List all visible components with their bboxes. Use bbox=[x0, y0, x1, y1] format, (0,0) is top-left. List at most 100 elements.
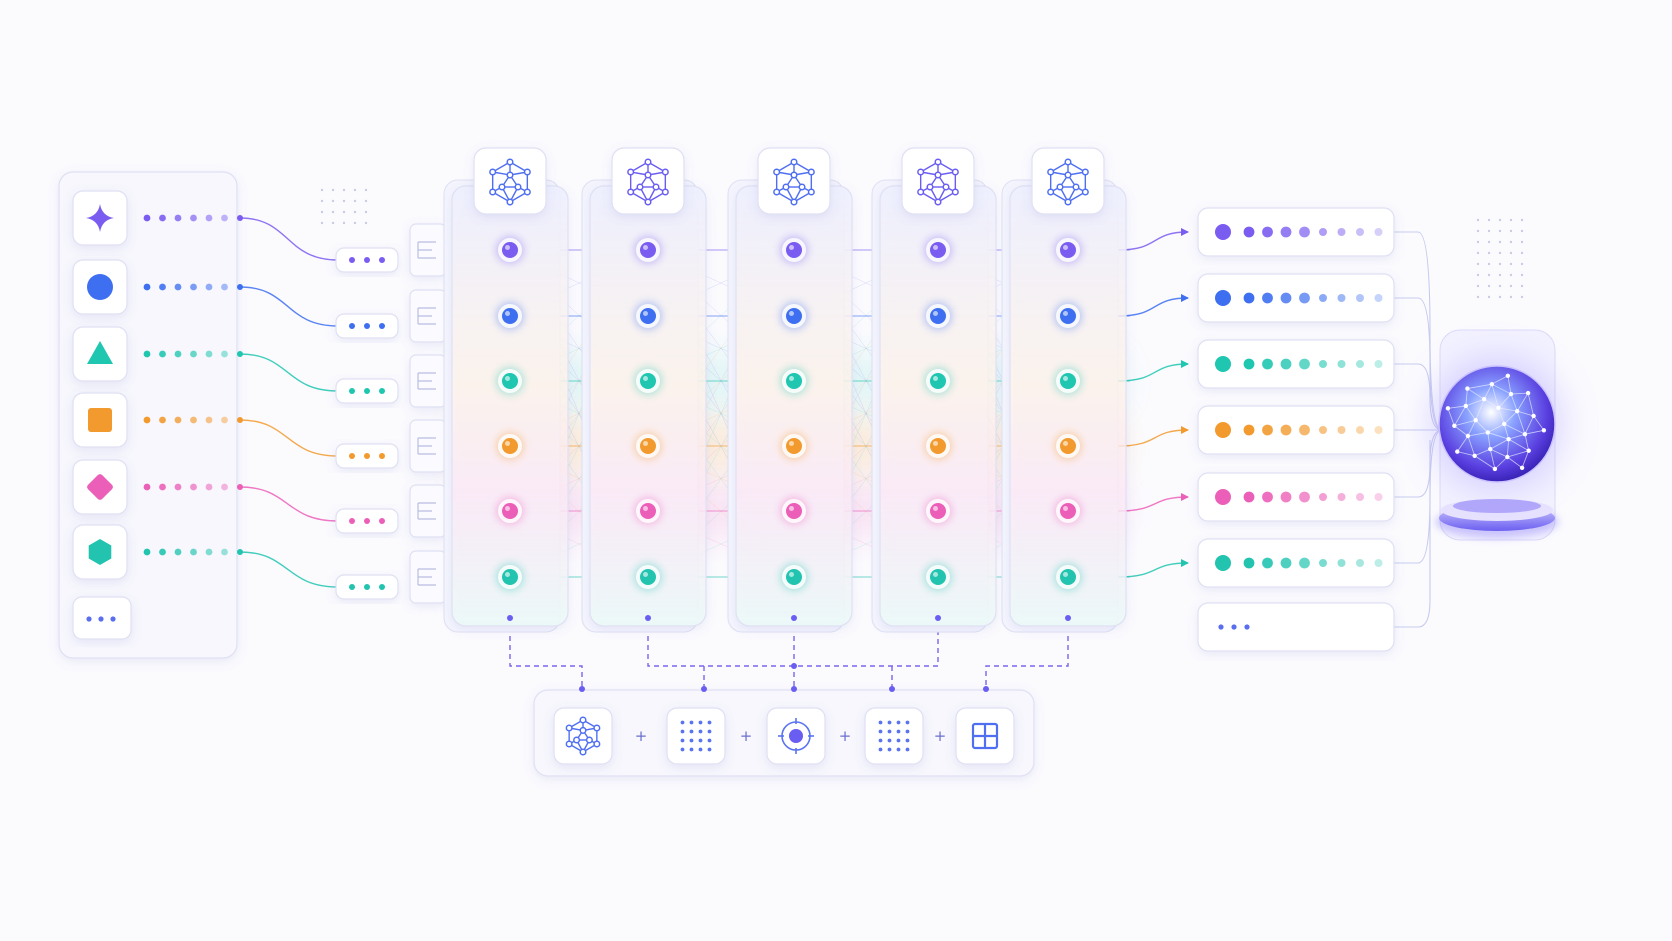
toolbar-tile[interactable] bbox=[766, 707, 826, 765]
dot-grid-icon bbox=[680, 720, 712, 752]
input-dot-trail bbox=[143, 283, 243, 291]
column-port bbox=[507, 615, 513, 621]
layer-node[interactable] bbox=[496, 236, 524, 264]
layer-column bbox=[581, 147, 707, 633]
input-port bbox=[237, 484, 243, 490]
layer-node[interactable] bbox=[496, 563, 524, 591]
input-item[interactable] bbox=[72, 524, 128, 580]
layer-header-tile[interactable] bbox=[473, 147, 547, 215]
output-more-frame[interactable] bbox=[1197, 602, 1395, 652]
layer-header-frame[interactable] bbox=[611, 147, 685, 215]
toolbar-tile-frame[interactable] bbox=[553, 707, 613, 765]
layer-node[interactable] bbox=[1054, 563, 1082, 591]
layer-node[interactable] bbox=[1054, 432, 1082, 460]
output-row[interactable] bbox=[1197, 472, 1395, 522]
junction-dot bbox=[983, 686, 989, 692]
layer-node[interactable] bbox=[924, 367, 952, 395]
arrow-head-icon bbox=[1181, 426, 1189, 434]
arrow-head-icon bbox=[1181, 360, 1189, 368]
layer-header-tile[interactable] bbox=[757, 147, 831, 215]
input-item[interactable] bbox=[72, 259, 128, 315]
layer-node[interactable] bbox=[496, 432, 524, 460]
input-item[interactable] bbox=[72, 190, 128, 246]
layer-node[interactable] bbox=[496, 367, 524, 395]
layer-header-tile[interactable] bbox=[1031, 147, 1105, 215]
input-item[interactable] bbox=[72, 459, 128, 515]
hexagon-icon bbox=[88, 539, 112, 565]
output-row-frame[interactable] bbox=[1197, 538, 1395, 588]
network-icon bbox=[917, 158, 959, 206]
output-row[interactable] bbox=[1197, 207, 1395, 257]
output-row-frame[interactable] bbox=[1197, 339, 1395, 389]
layer-node[interactable] bbox=[634, 236, 662, 264]
layer-node[interactable] bbox=[496, 302, 524, 330]
toolbar-tile[interactable] bbox=[666, 707, 726, 765]
bracket-icon bbox=[417, 372, 436, 390]
layer-node[interactable] bbox=[1054, 497, 1082, 525]
input-connector bbox=[239, 486, 339, 522]
input-item[interactable] bbox=[72, 326, 128, 382]
input-more-item[interactable] bbox=[72, 596, 132, 640]
layer-header-frame[interactable] bbox=[1031, 147, 1105, 215]
decor-dot-grid-right bbox=[1476, 218, 1524, 299]
network-icon bbox=[627, 158, 669, 206]
output-row-frame[interactable] bbox=[1197, 273, 1395, 323]
layer-node[interactable] bbox=[924, 563, 952, 591]
layer-node[interactable] bbox=[924, 497, 952, 525]
layer-node[interactable] bbox=[780, 302, 808, 330]
input-item[interactable] bbox=[72, 392, 128, 448]
layer-node[interactable] bbox=[780, 367, 808, 395]
output-connector bbox=[1117, 496, 1189, 512]
circle-icon bbox=[87, 274, 113, 300]
output-row[interactable] bbox=[1197, 273, 1395, 323]
toolbar-tile-frame[interactable] bbox=[864, 707, 924, 765]
layer-node[interactable] bbox=[780, 236, 808, 264]
toolbar-tile[interactable] bbox=[955, 707, 1015, 765]
layer-node[interactable] bbox=[1054, 302, 1082, 330]
layer-node[interactable] bbox=[924, 432, 952, 460]
junction-dot bbox=[791, 686, 797, 692]
layer-node[interactable] bbox=[780, 497, 808, 525]
layer-node[interactable] bbox=[634, 563, 662, 591]
output-row-frame[interactable] bbox=[1197, 472, 1395, 522]
layer-header-frame[interactable] bbox=[901, 147, 975, 215]
output-row[interactable] bbox=[1197, 339, 1395, 389]
layer-node[interactable] bbox=[924, 302, 952, 330]
layer-node[interactable] bbox=[924, 236, 952, 264]
input-connector bbox=[239, 551, 339, 588]
output-row-frame[interactable] bbox=[1197, 405, 1395, 455]
layer-node[interactable] bbox=[634, 302, 662, 330]
output-row[interactable] bbox=[1197, 405, 1395, 455]
bracket-box bbox=[409, 550, 447, 604]
layer-node[interactable] bbox=[780, 563, 808, 591]
layer-node[interactable] bbox=[496, 497, 524, 525]
layer-header-tile[interactable] bbox=[901, 147, 975, 215]
output-row[interactable] bbox=[1197, 538, 1395, 588]
column-port bbox=[1065, 615, 1071, 621]
bottom-toolbar: ++++ bbox=[533, 689, 1035, 777]
layer-node[interactable] bbox=[1054, 236, 1082, 264]
toolbar-tile-frame[interactable] bbox=[666, 707, 726, 765]
layer-column bbox=[1001, 147, 1127, 633]
layer-node[interactable] bbox=[780, 432, 808, 460]
sphere-orb bbox=[1439, 366, 1555, 482]
token-pill bbox=[335, 378, 399, 404]
layer-header-tile[interactable] bbox=[611, 147, 685, 215]
layer-node[interactable] bbox=[1054, 367, 1082, 395]
toolbar-tile[interactable] bbox=[553, 707, 613, 765]
network-icon bbox=[565, 716, 601, 756]
layer-column bbox=[727, 147, 853, 633]
layer-node[interactable] bbox=[634, 432, 662, 460]
layer-header-frame[interactable] bbox=[757, 147, 831, 215]
layer-node[interactable] bbox=[634, 367, 662, 395]
output-dot-lead bbox=[1215, 555, 1231, 571]
column-port bbox=[935, 615, 941, 621]
layer-header-frame[interactable] bbox=[473, 147, 547, 215]
layer-node[interactable] bbox=[634, 497, 662, 525]
layer-column bbox=[443, 147, 569, 633]
dashed-connector bbox=[703, 666, 893, 689]
toolbar-tile[interactable] bbox=[864, 707, 924, 765]
output-more-row[interactable] bbox=[1197, 602, 1395, 652]
output-row-frame[interactable] bbox=[1197, 207, 1395, 257]
input-port bbox=[237, 549, 243, 555]
